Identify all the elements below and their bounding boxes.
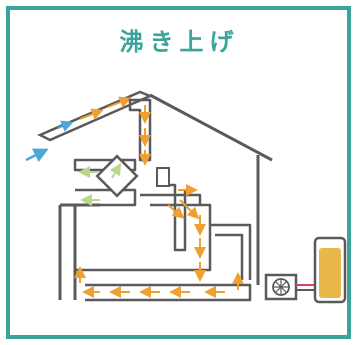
- heat-exchanger-icon: [95, 154, 139, 198]
- room-unit: [156, 167, 170, 187]
- warm-air-arrows: [74, 105, 244, 298]
- duct-system: [73, 98, 252, 302]
- fresh-air-arrows: [78, 166, 100, 206]
- diagram-title: 沸き上げ: [119, 28, 240, 56]
- outside-air-arrow: [25, 148, 49, 163]
- heat-pump-fan-icon: [264, 273, 298, 301]
- house-left-wall: [58, 203, 75, 300]
- hot-water-tank-icon: [313, 236, 347, 304]
- roof-right-slope: [149, 93, 273, 162]
- solar-roof-icon: [37, 90, 154, 142]
